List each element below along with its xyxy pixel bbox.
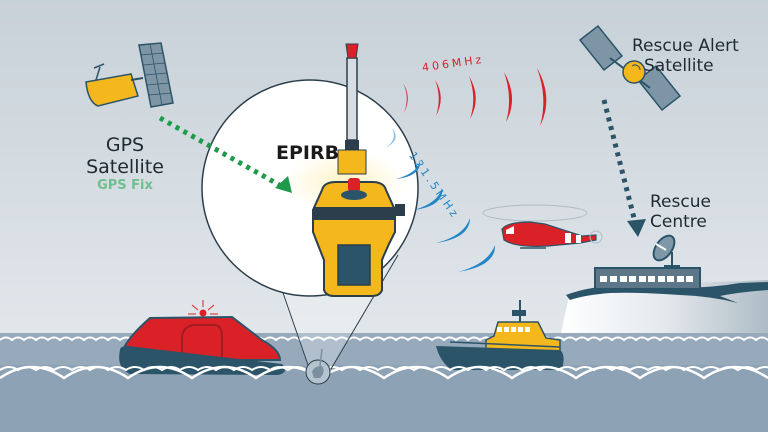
gps-satellite-label: GPS Satellite [70, 134, 180, 179]
gps-arrow-icon [275, 176, 292, 193]
epirb-device [312, 43, 405, 297]
gps-satellite-label-line1: GPS [105, 134, 145, 156]
epirb-label: EPIRB [276, 142, 340, 164]
satellite-to-centre-link [601, 99, 637, 219]
gps-fix-label: GPS Fix [97, 178, 153, 193]
gps-satellite-icon [85, 42, 174, 108]
helicopter [482, 204, 603, 249]
rescue-alert-label-line2: Satellite [644, 55, 714, 76]
406mhz-signal-waves [403, 68, 547, 126]
gps-fix-link [158, 115, 285, 190]
rescue-alert-satellite-icon [578, 24, 682, 112]
rescue-centre-label-line1: Rescue [650, 192, 711, 212]
121mhz-signal-waves [385, 128, 496, 272]
rescue-centre-building [594, 267, 701, 290]
rescue-alert-satellite-label: Rescue Alert Satellite [632, 36, 762, 76]
rescue-centre-label: Rescue Centre [650, 192, 750, 232]
gps-satellite-label-line2: Satellite [86, 155, 164, 178]
lifeboat [436, 300, 564, 370]
centre-arrow-icon [627, 219, 646, 237]
rescue-centre-label-line2: Centre [650, 211, 707, 232]
satellite-dish-icon [652, 234, 680, 268]
rescue-alert-label-line1: Rescue Alert [632, 36, 739, 56]
wave-line-lower [0, 365, 768, 380]
